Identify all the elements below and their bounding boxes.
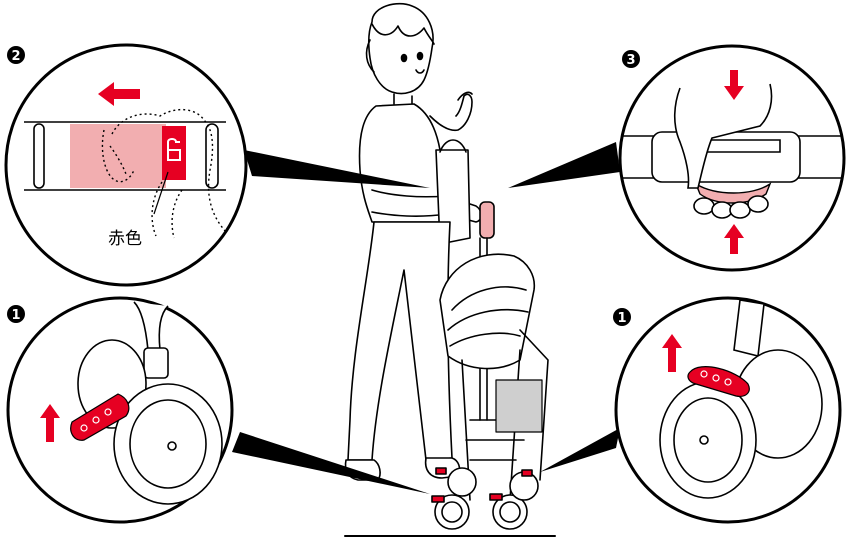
svg-text:2: 2	[11, 49, 20, 64]
step-badge-bottom-left: 1	[7, 305, 25, 323]
svg-text:1: 1	[617, 311, 626, 326]
down-arrow-icon	[724, 70, 744, 100]
pointer-top-left	[244, 150, 430, 188]
pointer-bottom-left	[232, 432, 430, 494]
step-badge-top-left: 2	[7, 46, 25, 64]
folded-stroller	[431, 201, 549, 530]
step-badge-bottom-right: 1	[613, 308, 631, 326]
red-color-label: 赤色	[108, 229, 142, 249]
up-arrow-icon	[662, 334, 682, 372]
pointer-top-right	[508, 142, 620, 188]
callout-bottom-right	[614, 296, 842, 524]
step-badge-top-right: 3	[622, 50, 640, 68]
callout-bottom-left	[6, 296, 234, 524]
up-arrow-icon	[40, 404, 60, 442]
central-scene	[344, 2, 556, 537]
pointer-bottom-right	[540, 428, 620, 472]
callout-top-right	[618, 44, 846, 272]
callout-top-left: 赤色	[4, 43, 248, 287]
up-arrow-icon	[724, 224, 744, 254]
woman-figure	[344, 2, 483, 481]
callout-pointers	[232, 142, 620, 494]
left-arrow-icon	[98, 82, 140, 106]
svg-text:1: 1	[11, 308, 20, 323]
svg-text:3: 3	[626, 53, 635, 68]
